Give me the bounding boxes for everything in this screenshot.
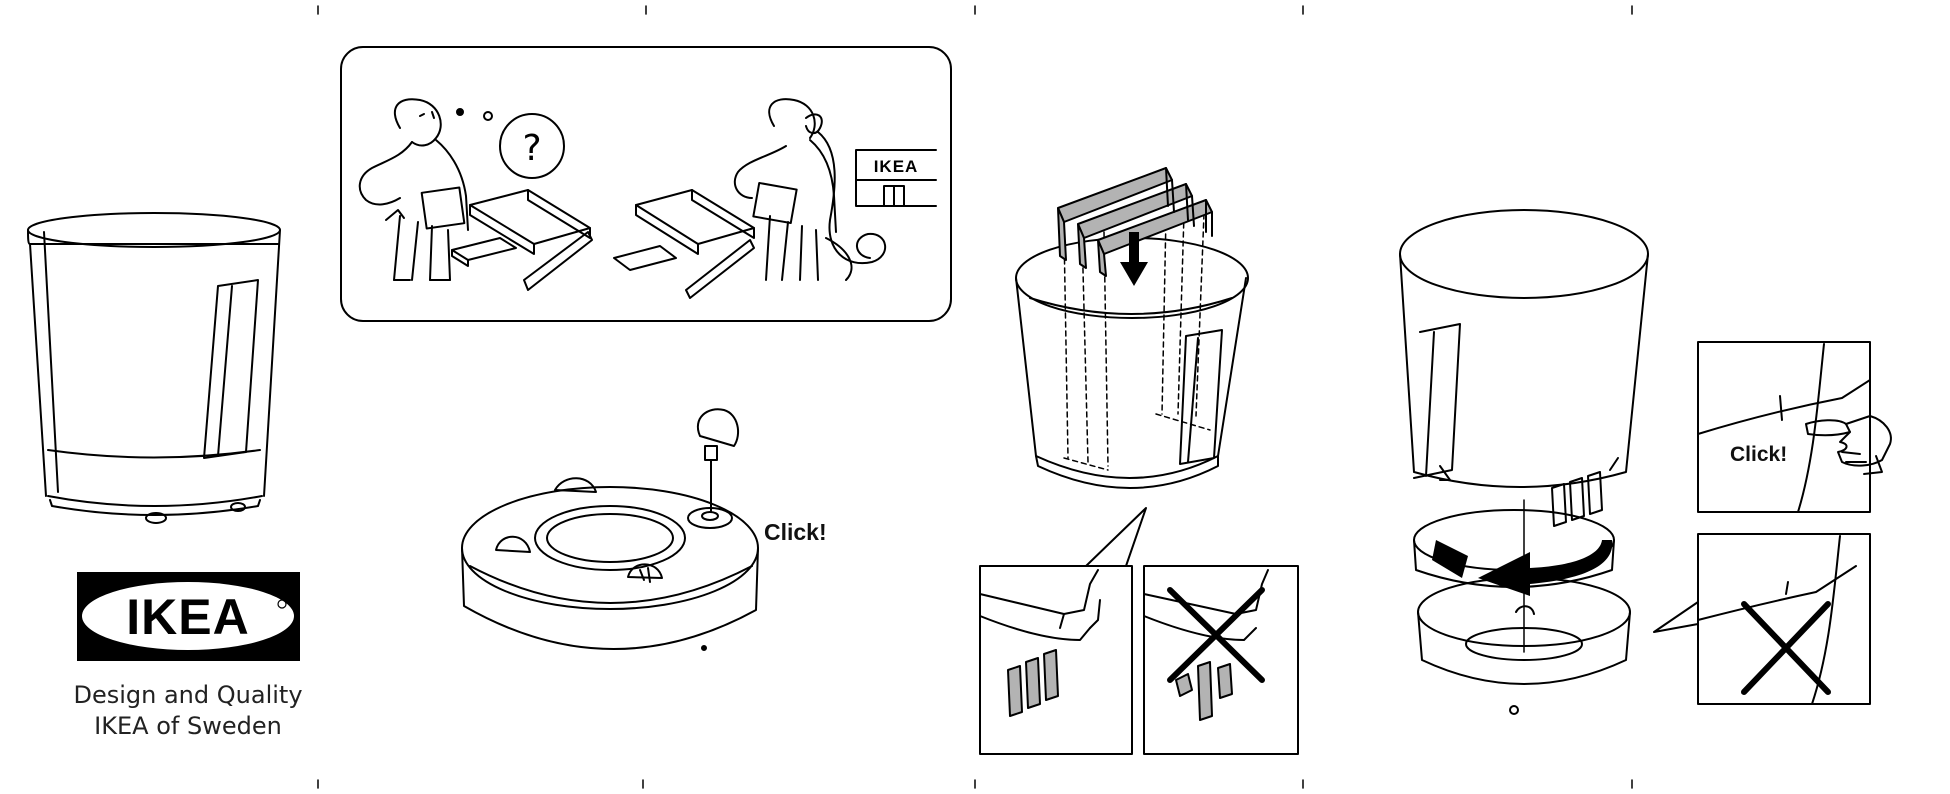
ikea-logo: IKEA [77,572,300,661]
click-label-wall: Click! [1730,443,1787,466]
question-bubble-icon: ? [500,114,564,178]
detail-wrong-clip [1144,566,1298,754]
callout-pointer [1086,508,1146,566]
tagline-line-2: IKEA of Sweden [94,712,282,740]
rotate-arrow-icon [1432,540,1612,596]
product-planter-illustration [28,213,280,523]
planter-assembly-illustration [1400,210,1648,714]
click-label-base: Click! [764,519,827,545]
panel-pieces-right [614,190,754,298]
help-frame: ? [341,47,951,321]
detail-wall-wrong [1698,534,1870,704]
thinking-dot [457,109,463,115]
panel-pieces-left [452,190,592,290]
detail-correct-clip [980,566,1132,754]
insert-clips-planter-illustration [1016,168,1248,488]
logo-wordmark: IKEA [126,589,249,645]
detail-wall-click [1698,342,1891,512]
callout-pointer-2 [1654,602,1698,632]
ikea-store-building: IKEA [856,150,936,206]
pointing-hand-icon [1806,416,1891,474]
phone-call-person-figure [735,99,885,280]
tagline-line-1: Design and Quality [73,681,302,709]
store-sign: IKEA [874,157,919,176]
svg-text:?: ? [522,128,541,169]
cross-icon-2 [1744,604,1828,692]
base-with-pin-illustration [462,409,758,650]
trim-marks [318,6,1632,788]
